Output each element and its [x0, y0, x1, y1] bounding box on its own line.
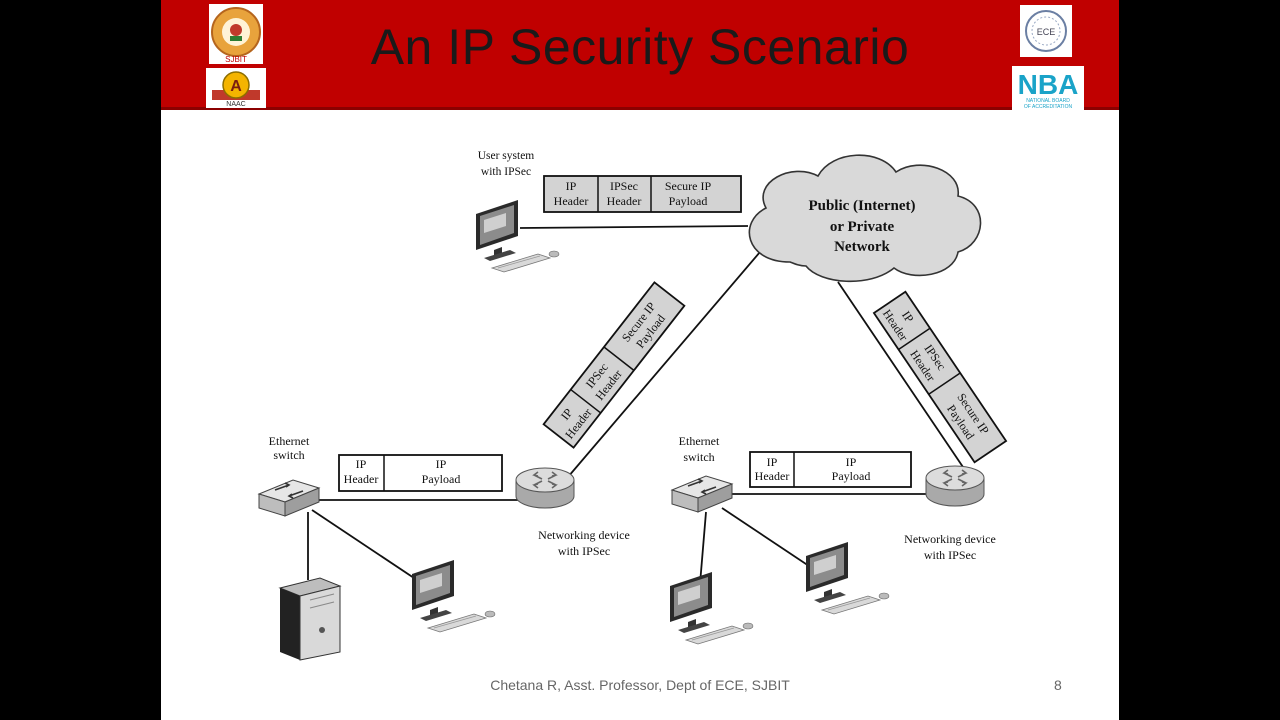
sjbit-logo: SJBIT	[209, 4, 263, 64]
computer-right-lan-1	[669, 571, 754, 645]
title-bar: An IP Security Scenario SJBIT A NAAC	[161, 0, 1119, 110]
switch-right-to-pc2-link	[721, 507, 813, 569]
plain-right-ip-header-2: Header	[755, 469, 790, 483]
switch-right-label-line2: switch	[683, 450, 714, 464]
nba-sub2: OF ACCREDITATION	[1024, 104, 1073, 110]
page-title: An IP Security Scenario	[370, 19, 910, 75]
router-right-label-line1: Networking device	[904, 532, 996, 546]
router-left-label-line1: Networking device	[538, 528, 630, 542]
plain-packet-left: IP Header IP Payload	[338, 454, 503, 492]
slide: An IP Security Scenario SJBIT A NAAC	[161, 0, 1119, 720]
sjbit-label: SJBIT	[225, 55, 247, 64]
computer-left-lan	[411, 559, 496, 633]
router-right-label-line2: with IPSec	[924, 548, 976, 562]
router-right-to-cloud-link	[837, 281, 966, 471]
nba-sub1: NATIONAL BOARD	[1026, 98, 1070, 104]
plain-left-ip-payload-2: Payload	[422, 472, 461, 486]
cloud-label-line1: Public (Internet)	[808, 198, 915, 214]
ipsec-diagram: Public (Internet) or Private Network Use…	[258, 150, 1008, 661]
secure-packet-right: IP Header IPSec Header Secure IP Payload	[872, 290, 1008, 464]
networking-device-left: Networking device with IPSec	[515, 467, 630, 558]
naac-letter: A	[230, 78, 242, 95]
packet-top-ip-header-1: IP	[566, 179, 577, 193]
router-left-label-line2: with IPSec	[558, 544, 610, 558]
switch-left-label-line2: switch	[273, 448, 304, 462]
plain-left-ip-header-2: Header	[344, 472, 379, 486]
ethernet-switch-right: Ethernet switch	[671, 434, 733, 513]
plain-left-ip-header-1: IP	[356, 457, 367, 471]
networking-device-right: Networking device with IPSec	[904, 465, 996, 562]
ece-label: ECE	[1037, 27, 1056, 37]
naac-label: NAAC	[226, 101, 245, 108]
server-tower	[278, 577, 342, 661]
packet-top-payload-1: Secure IP	[665, 179, 712, 193]
plain-right-ip-payload-1: IP	[846, 455, 857, 469]
cloud-label-line2: or Private	[830, 219, 895, 235]
packet-top-payload-2: Payload	[669, 194, 708, 208]
footer-credit: Chetana R, Asst. Professor, Dept of ECE,…	[490, 677, 790, 693]
router-left-to-cloud-link	[561, 251, 761, 485]
secure-packet-left: IP Header IPSec Header Secure IP Payload	[542, 281, 686, 449]
computer-right-lan-2	[805, 541, 890, 615]
packet-top-ipsec-header-2: Header	[607, 194, 642, 208]
plain-right-ip-header-1: IP	[767, 455, 778, 469]
user-system: User system with IPSec	[475, 150, 560, 273]
nba-label: NBA	[1018, 69, 1079, 100]
plain-left-ip-payload-1: IP	[436, 457, 447, 471]
switch-right-label-line1: Ethernet	[679, 434, 720, 448]
packet-top-ip-header-2: Header	[554, 194, 589, 208]
plain-packet-right: IP Header IP Payload	[749, 451, 912, 488]
ece-logo: ECE	[1020, 5, 1072, 57]
switch-left-to-pc-link	[311, 509, 421, 583]
user-to-cloud-link	[519, 225, 749, 229]
secure-packet-top: IP Header IPSec Header Secure IP Payload	[543, 175, 742, 213]
network-cloud: Public (Internet) or Private Network	[748, 154, 982, 283]
user-system-label-line1: User system	[478, 150, 535, 162]
switch-right-to-pc1-link	[699, 511, 707, 585]
plain-right-ip-payload-2: Payload	[832, 469, 871, 483]
page-number: 8	[1054, 677, 1062, 693]
switch-left-label-line1: Ethernet	[269, 434, 310, 448]
cloud-label-line3: Network	[834, 239, 890, 255]
packet-top-ipsec-header-1: IPSec	[610, 179, 638, 193]
naac-logo: A NAAC	[206, 68, 266, 108]
ethernet-switch-left: Ethernet switch	[258, 434, 320, 517]
nba-logo: NBA NATIONAL BOARD OF ACCREDITATION	[1012, 66, 1084, 110]
connection-lines	[307, 225, 966, 585]
user-system-label-line2: with IPSec	[481, 166, 531, 178]
